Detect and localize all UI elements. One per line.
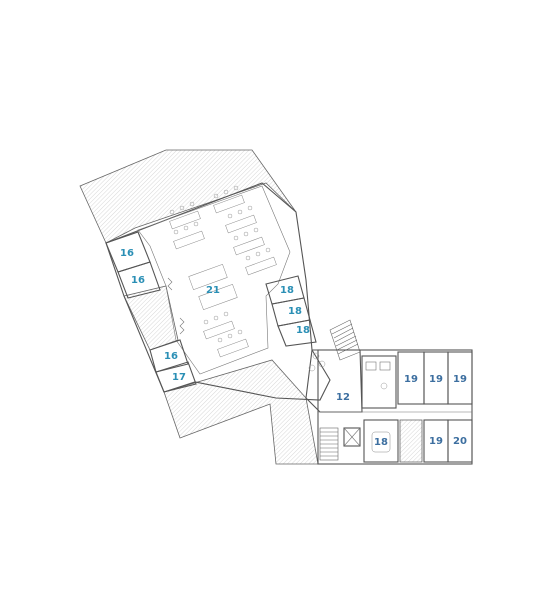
- label-room-17: 17: [172, 372, 186, 383]
- stair-south: [319, 427, 339, 461]
- open-office-zone: [137, 185, 291, 375]
- lobby-12-outline: [305, 349, 363, 413]
- label-room-16c: 16: [164, 351, 178, 362]
- label-room-16b: 16: [131, 275, 145, 286]
- label-room-18c: 18: [296, 325, 310, 336]
- restroom-block: [361, 355, 397, 409]
- desk-clusters: [169, 194, 277, 358]
- label-room-18b: 18: [288, 306, 302, 317]
- label-room-16a: 16: [120, 248, 134, 259]
- label-room-18d: 18: [374, 437, 388, 448]
- elevator: [343, 427, 361, 447]
- terrace-top: [79, 149, 297, 244]
- terrace-bottom: [163, 359, 319, 465]
- label-room-12: 12: [336, 392, 350, 403]
- label-room-20: 20: [453, 436, 467, 447]
- room-19c-outline: [447, 351, 473, 405]
- chairs: [169, 185, 271, 343]
- east-wing-outline: [317, 349, 473, 465]
- label-room-19a: 19: [404, 374, 418, 385]
- room-16b-outline: [117, 261, 161, 299]
- room-16c-outline: [149, 339, 189, 373]
- label-room-19b: 19: [429, 374, 443, 385]
- label-room-18a: 18: [280, 285, 294, 296]
- stair-north: [329, 319, 361, 361]
- room-20-outline: [447, 419, 473, 463]
- room-18c-outline: [277, 319, 317, 347]
- label-room-19c: 19: [453, 374, 467, 385]
- shaft-east: [399, 419, 423, 463]
- terrace-left: [123, 285, 179, 351]
- label-room-19d: 19: [429, 436, 443, 447]
- room-18d-outline: [363, 419, 399, 463]
- room-17-outline: [155, 361, 197, 393]
- zigzag-partition: [167, 277, 173, 291]
- label-room-21: 21: [206, 285, 220, 296]
